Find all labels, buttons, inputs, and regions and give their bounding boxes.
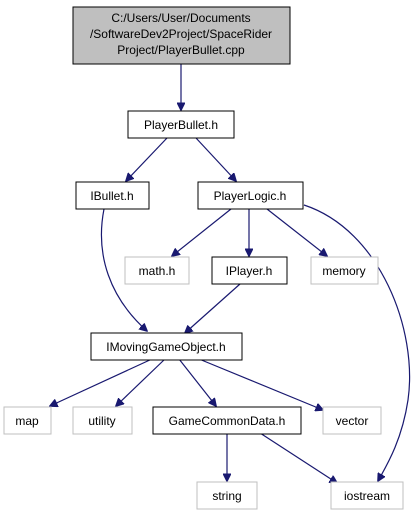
node-playerlogic-h-box: [197, 181, 304, 210]
edge-playerlogic-to-iostream: [303, 204, 411, 481]
node-utility[interactable]: utility: [72, 406, 133, 435]
node-string-box: [196, 481, 258, 510]
node-vector[interactable]: vector: [322, 406, 382, 435]
edge-playerlogic-to-memory: [266, 208, 327, 256]
node-iplayer-h[interactable]: IPlayer.h: [211, 256, 288, 285]
edge-iplayer-to-imovinggameobject: [185, 283, 241, 333]
edge-playerlogic-to-math: [172, 208, 232, 256]
edge-playerbullet-to-ibullet: [126, 137, 168, 181]
node-math-h-box: [124, 256, 190, 285]
node-playerbullet-h-label: PlayerBullet.h: [144, 118, 218, 132]
root-file-line-1: C:/Users/User/Documents: [111, 11, 250, 25]
node-string[interactable]: string: [196, 481, 258, 510]
node-map[interactable]: map: [3, 406, 52, 435]
root-file-box: [72, 6, 291, 65]
node-playerbullet-h-box: [127, 110, 235, 139]
edge-imovinggameobject-to-utility: [116, 358, 166, 406]
node-string-label: string: [212, 489, 241, 503]
node-iplayer-h-label: IPlayer.h: [226, 264, 273, 278]
node-math-h[interactable]: math.h: [124, 256, 190, 285]
root-file-line-3: Project/PlayerBullet.cpp: [117, 43, 245, 57]
edge-ibullet-to-imovinggameobject: [100, 208, 147, 331]
root-file-line-2: /SoftwareDev2Project/SpaceRider: [90, 27, 272, 41]
node-playerlogic-h[interactable]: PlayerLogic.h: [197, 181, 304, 210]
node-imovinggameobject-h-label: IMovingGameObject.h: [106, 340, 225, 354]
node-utility-box: [72, 406, 133, 435]
node-imovinggameobject-h-box: [90, 332, 243, 361]
node-iostream-box: [330, 481, 404, 510]
node-math-h-label: math.h: [139, 264, 176, 278]
node-gamecommondata-h[interactable]: GameCommonData.h: [152, 406, 302, 435]
edge-imovinggameobject-to-map: [50, 358, 153, 406]
node-ibullet-h-label: IBullet.h: [90, 189, 133, 203]
edge-playerbullet-to-playerlogic: [195, 137, 236, 181]
node-iostream[interactable]: iostream: [330, 481, 404, 510]
edge-imovinggameobject-to-gamecommondata: [178, 358, 216, 406]
node-map-label: map: [15, 414, 39, 428]
node-gamecommondata-h-box: [152, 406, 302, 435]
root-file-node[interactable]: C:/Users/User/Documents /SoftwareDev2Pro…: [72, 6, 291, 65]
node-memory[interactable]: memory: [310, 256, 379, 285]
node-imovinggameobject-h[interactable]: IMovingGameObject.h: [90, 332, 243, 361]
node-playerlogic-h-label: PlayerLogic.h: [214, 189, 287, 203]
edge-gamecommondata-to-iostream: [259, 432, 337, 483]
node-utility-label: utility: [88, 414, 115, 428]
edges: [50, 64, 411, 483]
node-map-box: [3, 406, 52, 435]
node-memory-label: memory: [322, 264, 365, 278]
node-vector-label: vector: [336, 414, 369, 428]
node-iplayer-h-box: [211, 256, 288, 285]
node-memory-box: [310, 256, 379, 285]
edge-imovinggameobject-to-vector: [198, 358, 323, 410]
node-gamecommondata-h-label: GameCommonData.h: [169, 414, 286, 428]
node-ibullet-h[interactable]: IBullet.h: [75, 181, 150, 210]
node-playerbullet-h[interactable]: PlayerBullet.h: [127, 110, 235, 139]
node-iostream-label: iostream: [344, 489, 390, 503]
node-vector-box: [322, 406, 382, 435]
node-ibullet-h-box: [75, 181, 150, 210]
